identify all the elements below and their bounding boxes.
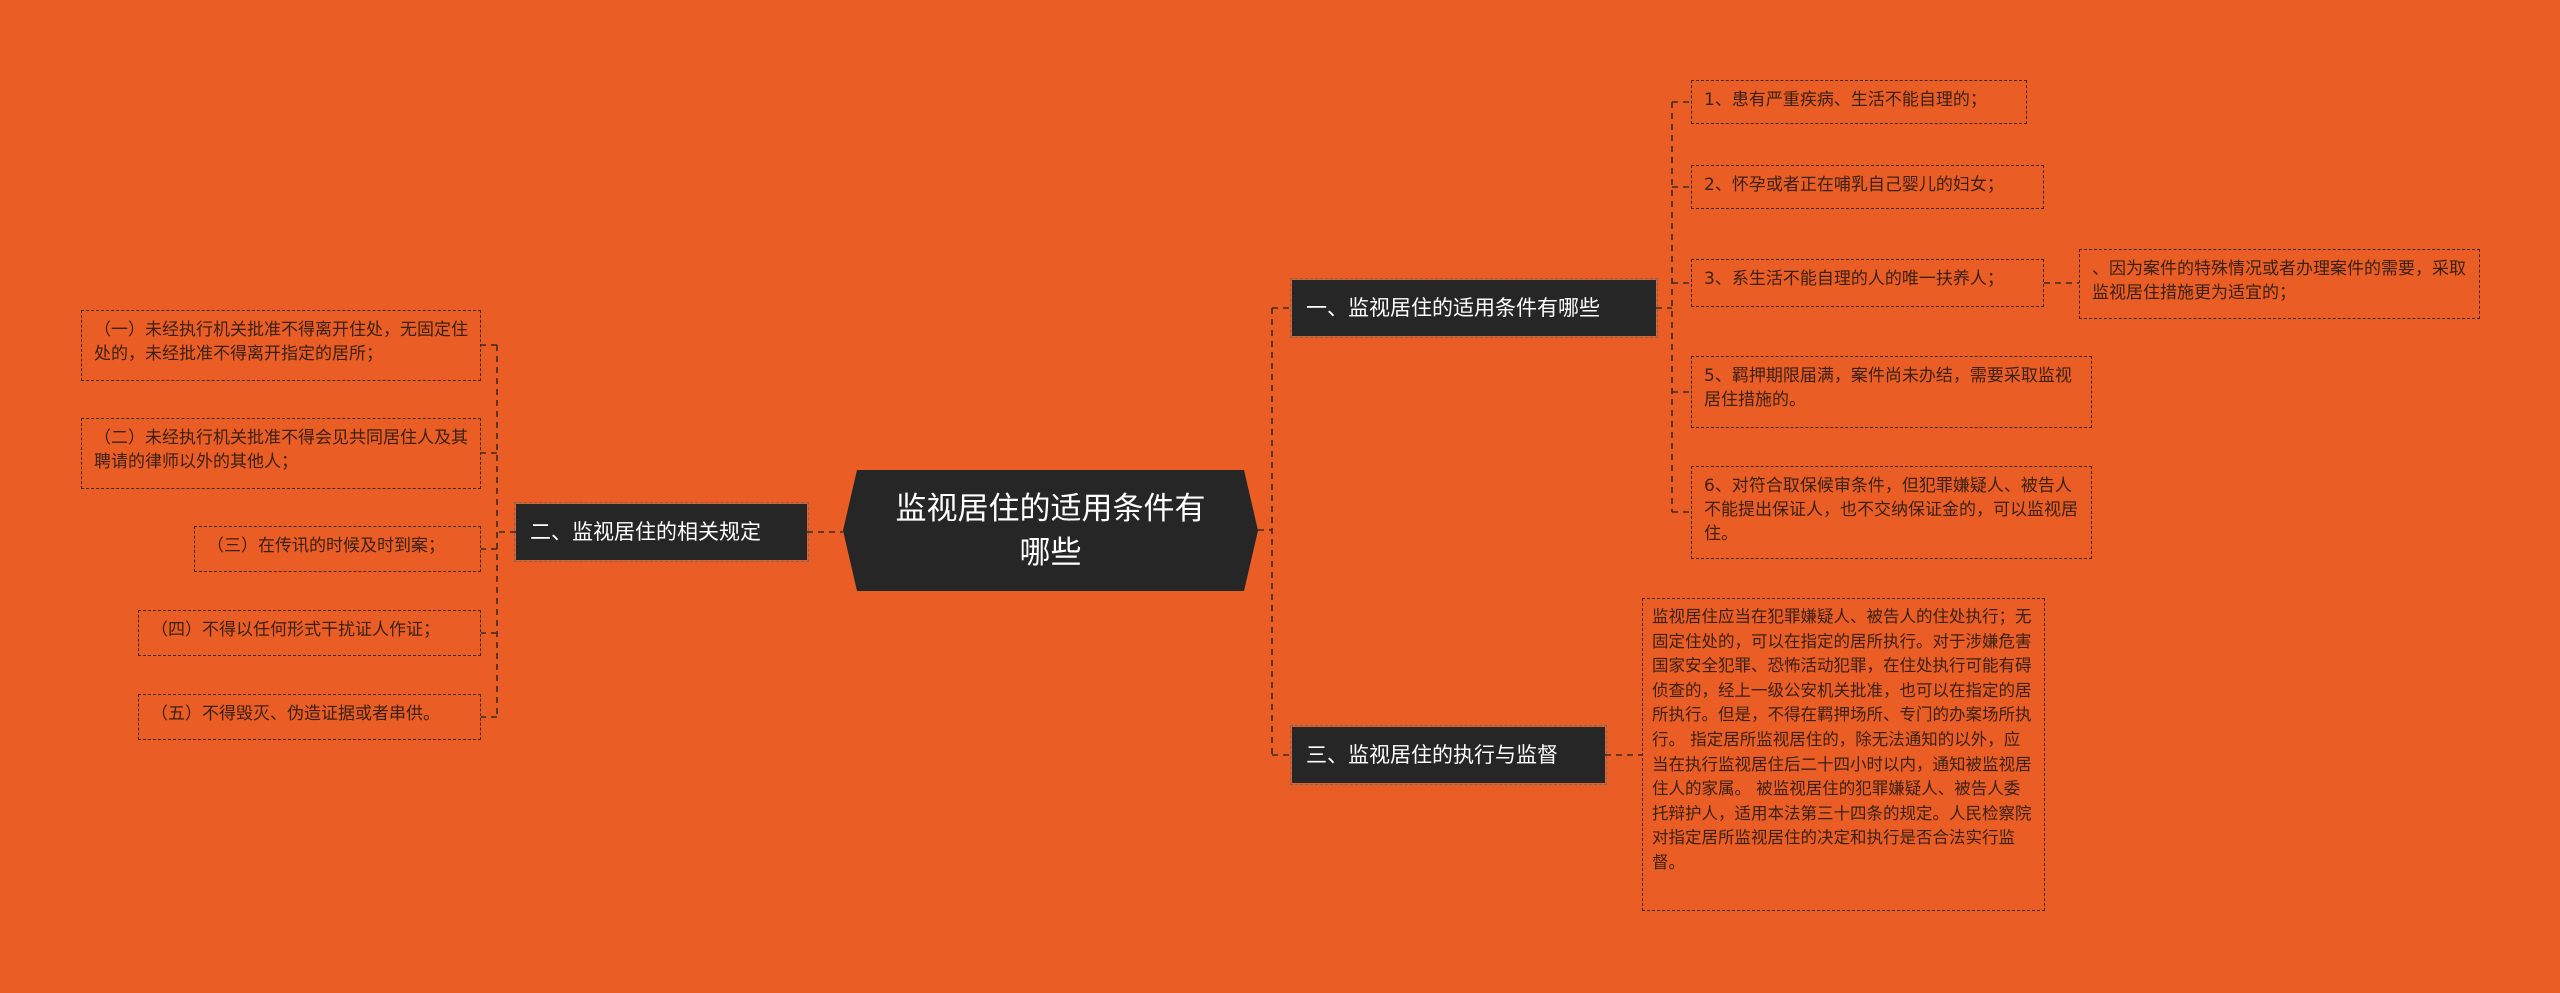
leaf-text: （一）未经执行机关批准不得离开住处，无固定住处的，未经批准不得离开指定的居所； [94, 320, 468, 364]
rule-no-meeting-others[interactable]: （二）未经执行机关批准不得会见共同居住人及其聘请的律师以外的其他人； [81, 418, 481, 489]
rule-appear-when-summoned[interactable]: （三）在传讯的时候及时到案； [194, 526, 481, 572]
condition-sole-supporter[interactable]: 3、系生活不能自理的人的唯一扶养人； [1691, 259, 2044, 307]
root-topic[interactable]: 监视居住的适用条件有哪些 [843, 470, 1258, 591]
leaf-text: 监视居住应当在犯罪嫌疑人、被告人的住处执行；无固定住处的，可以在指定的居所执行。… [1652, 607, 2032, 872]
execution-supervision-text[interactable]: 监视居住应当在犯罪嫌疑人、被告人的住处执行；无固定住处的，可以在指定的居所执行。… [1642, 598, 2045, 911]
leaf-text: （三）在传讯的时候及时到案； [207, 536, 445, 556]
condition-pregnant-nursing[interactable]: 2、怀孕或者正在哺乳自己婴儿的妇女； [1691, 165, 2044, 209]
root-topic-label: 监视居住的适用条件有哪些 [895, 490, 1206, 571]
branch-applicable-conditions[interactable]: 一、监视居住的适用条件有哪些 [1290, 278, 1658, 338]
leaf-text: 2、怀孕或者正在哺乳自己婴儿的妇女； [1704, 175, 2004, 195]
leaf-text: 3、系生活不能自理的人的唯一扶养人； [1704, 269, 2004, 289]
rule-no-leaving-residence[interactable]: （一）未经执行机关批准不得离开住处，无固定住处的，未经批准不得离开指定的居所； [81, 310, 481, 381]
branch-label: 三、监视居住的执行与监督 [1306, 743, 1558, 767]
branch-label: 一、监视居住的适用条件有哪些 [1306, 296, 1600, 320]
leaf-text: 1、患有严重疾病、生活不能自理的； [1704, 90, 1987, 110]
condition-special-case[interactable]: 、因为案件的特殊情况或者办理案件的需要，采取监视居住措施更为适宜的； [2079, 249, 2480, 319]
condition-custody-expired[interactable]: 5、羁押期限届满，案件尚未办结，需要采取监视居住措施的。 [1691, 356, 2092, 428]
condition-serious-illness[interactable]: 1、患有严重疾病、生活不能自理的； [1691, 80, 2027, 124]
condition-no-guarantor[interactable]: 6、对符合取保候审条件，但犯罪嫌疑人、被告人不能提出保证人，也不交纳保证金的，可… [1691, 466, 2092, 559]
leaf-text: （二）未经执行机关批准不得会见共同居住人及其聘请的律师以外的其他人； [94, 428, 468, 472]
rule-no-witness-interference[interactable]: （四）不得以任何形式干扰证人作证； [138, 610, 481, 656]
leaf-text: （五）不得毁灭、伪造证据或者串供。 [151, 704, 440, 724]
branch-related-rules[interactable]: 二、监视居住的相关规定 [514, 502, 809, 562]
branch-execution-supervision[interactable]: 三、监视居住的执行与监督 [1290, 725, 1607, 785]
leaf-text: 6、对符合取保候审条件，但犯罪嫌疑人、被告人不能提出保证人，也不交纳保证金的，可… [1704, 476, 2078, 544]
leaf-text: 5、羁押期限届满，案件尚未办结，需要采取监视居住措施的。 [1704, 366, 2072, 410]
rule-no-evidence-tampering[interactable]: （五）不得毁灭、伪造证据或者串供。 [138, 694, 481, 740]
leaf-text: 、因为案件的特殊情况或者办理案件的需要，采取监视居住措施更为适宜的； [2092, 259, 2466, 303]
branch-label: 二、监视居住的相关规定 [530, 520, 761, 544]
leaf-text: （四）不得以任何形式干扰证人作证； [151, 620, 440, 640]
